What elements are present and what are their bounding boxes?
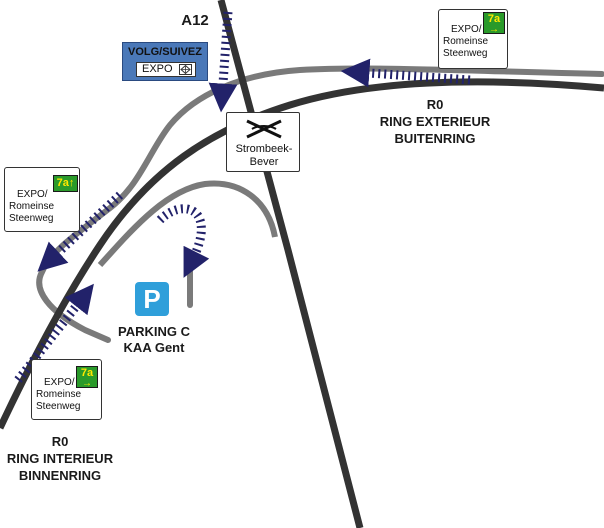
arrow-up-icon: ↑ xyxy=(68,177,75,189)
ring-exterior-line3: BUITENRING xyxy=(394,131,476,146)
exit-sign-line1: EXPO/ xyxy=(451,24,482,35)
exit-sign-7a-left: 7a↑ EXPO/ Romeinse Steenweg xyxy=(4,167,80,232)
follow-expo-sign: VOLG/SUIVEZ EXPO xyxy=(122,42,208,81)
a12-highway xyxy=(217,0,364,528)
exit-sign-7a-ring-exterior: 7a → EXPO/ Romeinse Steenweg xyxy=(438,9,508,69)
junction-sign-line2: Bever xyxy=(249,156,279,168)
exit-sign-line1: EXPO/ xyxy=(17,189,48,200)
flow-arrow-ring-interior xyxy=(14,283,94,383)
follow-sign-title: VOLG/SUIVEZ xyxy=(128,46,202,58)
junction-sign-strombeek-bever: Strombeek- Bever xyxy=(226,112,300,172)
exit-sign-line2: Romeinse xyxy=(9,201,55,212)
expo-pictogram-icon xyxy=(179,64,192,75)
flow-arrow-ring-exterior xyxy=(340,58,471,88)
exit-sign-line3: Steenweg xyxy=(9,213,54,224)
ring-exterior-label: R0 RING EXTERIEUR BUITENRING xyxy=(370,96,500,147)
exit-number: 7a xyxy=(487,13,501,25)
parking-line2: KAA Gent xyxy=(123,340,185,355)
ring-exterior-line1: R0 xyxy=(426,97,444,112)
flow-arrow-a12-south xyxy=(208,11,238,113)
follow-sign-destination-box: EXPO xyxy=(136,62,196,77)
parking-label: PARKING C KAA Gent xyxy=(104,324,204,356)
flow-arrows xyxy=(14,11,471,383)
interchange-icon xyxy=(246,119,282,139)
ring-interior-line2: RING INTERIEUR xyxy=(6,451,114,466)
arrow-right-icon: → xyxy=(489,24,499,35)
parking-line1: PARKING C xyxy=(118,324,190,339)
exit-sign-line3: Steenweg xyxy=(443,48,488,59)
exit-sign-7a-ring-interior: 7a → EXPO/ Romeinse Steenweg xyxy=(31,359,102,420)
exit-number: 7a xyxy=(80,367,94,379)
a12-label: A12 xyxy=(181,12,209,29)
ring-exterior-line2: RING EXTERIEUR xyxy=(379,114,491,129)
ramp-top-arc xyxy=(36,65,604,343)
flow-arrow-parking-loop xyxy=(156,204,210,278)
flow-arrow-exit-left xyxy=(37,191,124,272)
ring-interior-line1: R0 xyxy=(51,434,69,449)
exit-sign-line2: Romeinse xyxy=(443,36,489,47)
ring-interior-label: R0 RING INTERIEUR BINNENRING xyxy=(0,433,120,484)
exit-number-badge: 7a → xyxy=(483,12,505,35)
exit-number-badge: 7a↑ xyxy=(53,175,78,192)
exit-sign-line2: Romeinse xyxy=(36,389,82,400)
exit-number-badge: 7a → xyxy=(76,366,98,389)
exit-number: 7a xyxy=(56,177,69,189)
junction-sign-line1: Strombeek- xyxy=(235,143,293,155)
exit-sign-line1: EXPO/ xyxy=(44,377,75,388)
follow-sign-destination: EXPO xyxy=(142,63,173,75)
ramp-parking-access xyxy=(97,180,278,268)
arrow-right-icon: → xyxy=(82,378,92,389)
exit-sign-line3: Steenweg xyxy=(36,401,81,412)
ring-interior-line3: BINNENRING xyxy=(18,468,102,483)
parking-icon: P xyxy=(135,282,169,316)
